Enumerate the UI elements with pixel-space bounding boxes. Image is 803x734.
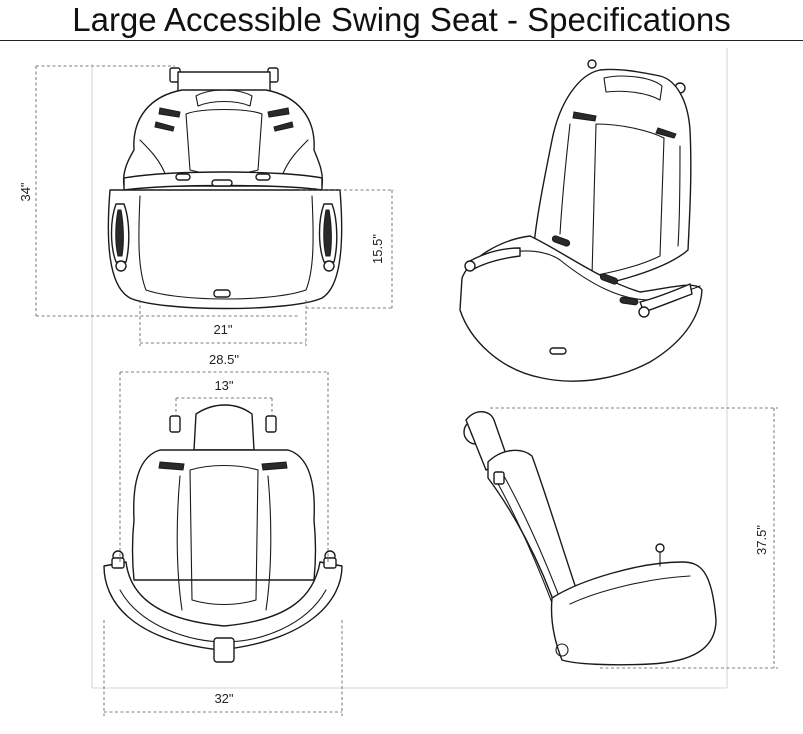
dimension-label-overall-width-top: 28.5" [209,352,239,367]
dimension-label-seat-width: 21" [213,322,232,337]
dimension-label-seat-depth: 15.5" [370,234,385,264]
seat-rear-view [103,404,343,663]
dimension-label-overall-width-bottom: 32" [214,691,233,706]
dimension-label-height-side: 37.5" [754,525,769,555]
seat-isometric-view [459,59,703,382]
dimension-label-headrest-width: 13" [214,378,233,393]
seat-front-view [107,67,343,310]
seat-side-view [463,411,717,666]
page-title: Large Accessible Swing Seat - Specificat… [72,1,731,38]
dimension-label-height-front: 34" [18,182,33,201]
title-underline [0,40,803,41]
